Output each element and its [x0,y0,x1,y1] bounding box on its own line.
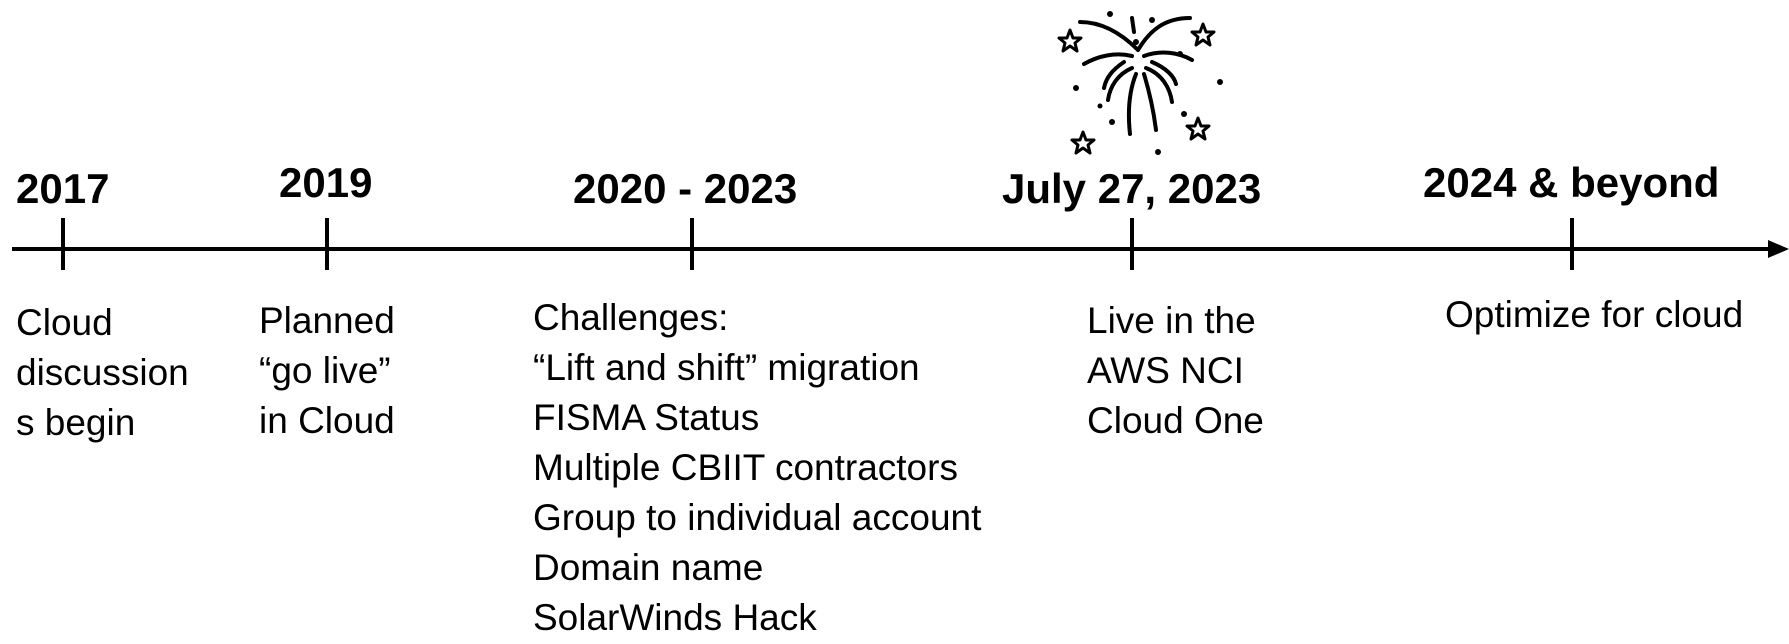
desc-line: s begin [16,402,136,443]
milestone-desc-2020-2023: Challenges: “Lift and shift” migration F… [533,293,981,643]
milestone-label-2019: 2019 [279,159,373,206]
milestone-desc-2019: Planned “go live” in Cloud [259,296,395,446]
desc-line: Multiple CBIIT contractors [533,447,958,488]
desc-line: discussion [16,352,189,393]
desc-line: Challenges: [533,297,729,338]
desc-line: Domain name [533,547,764,588]
timeline-arrowhead [1768,240,1789,258]
milestone-label-2024-beyond: 2024 & beyond [1423,159,1720,206]
milestone-desc-2017: Cloud discussion s begin [16,298,189,448]
desc-line: Cloud One [1087,400,1264,441]
milestone-label-2020-2023: 2020 - 2023 [573,165,798,212]
milestone-label-2017: 2017 [16,165,110,212]
desc-line: Live in the [1087,300,1256,341]
desc-line: Planned [259,300,395,341]
milestone-desc-july-27-2023: Live in the AWS NCI Cloud One [1087,296,1264,446]
fireworks-icon [1057,11,1223,155]
desc-line: “Lift and shift” migration [533,347,920,388]
desc-line: AWS NCI [1087,350,1244,391]
desc-line: FISMA Status [533,397,760,438]
desc-line: Group to individual account [533,497,982,538]
milestone-label-july-27-2023: July 27, 2023 [1002,165,1262,212]
desc-line: Optimize for cloud [1445,294,1744,335]
desc-line: in Cloud [259,400,395,441]
milestone-desc-2024-beyond: Optimize for cloud [1445,290,1743,340]
desc-line: Cloud [16,302,113,343]
desc-line: SolarWinds Hack [533,597,817,638]
desc-line: “go live” [259,350,391,391]
